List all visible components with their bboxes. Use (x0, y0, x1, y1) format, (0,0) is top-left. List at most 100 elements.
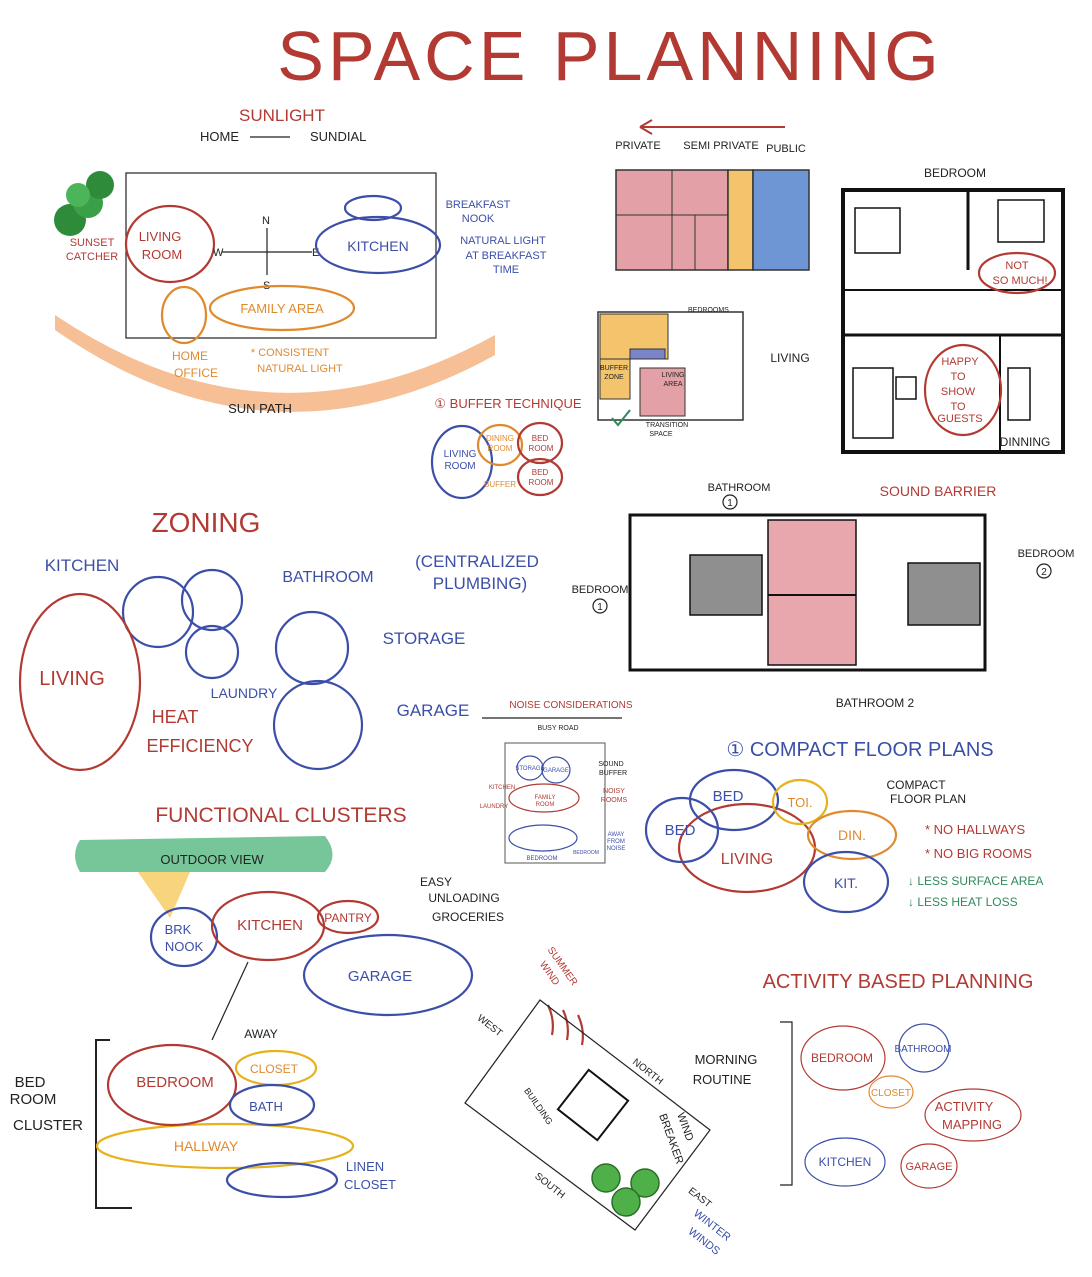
cluster-hallway-bubble (95, 1122, 355, 1170)
sound-barrier-plan: BATHROOM 1 SOUND BARRIER BEDROOM 1 BEDRO… (572, 482, 1075, 710)
activity-bathroom: BATHROOM (894, 1044, 951, 1055)
zoning-storage-bubble (274, 610, 350, 686)
buffer-living-l2: AREA (663, 381, 682, 388)
buffer-bed1-bubble (516, 421, 564, 465)
cluster-linen-l1: LINEN (346, 1159, 384, 1174)
noise-away-l1: AWAY (608, 832, 625, 838)
noise-section: NOISE CONSIDERATIONS BUSY ROAD STORAGE G… (480, 700, 633, 864)
noise-bedroom-small: BEDROOM (573, 850, 599, 856)
buffer-bed2-bubble (516, 457, 564, 497)
sofa-icon (852, 367, 894, 439)
sound-barrier-zone (767, 519, 857, 666)
zoning-laundry-bubble (184, 624, 240, 680)
home-office-l2: OFFICE (174, 366, 218, 380)
gradient-public: PUBLIC (766, 143, 806, 155)
compact-bed2: BED (665, 822, 696, 839)
noise-away-l2: FROM (607, 839, 625, 845)
buffer-technique: BEDROOMS BUFFER ZONE LIVING AREA TRANSIT… (430, 307, 744, 500)
cluster-hallway: HALLWAY (174, 1138, 239, 1154)
functional-kitchen: KITCHEN (237, 917, 303, 934)
sound-bedroom2-num-circle (1036, 563, 1052, 579)
heat-l2: EFFICIENCY (146, 736, 253, 756)
happy-l4: TO (950, 401, 966, 413)
cluster-linen-bubble (225, 1161, 339, 1199)
activity-heading: ACTIVITY BASED PLANNING (763, 971, 1034, 993)
compact-living: LIVING (721, 851, 773, 868)
noise-laundry: LAUNDRY (480, 804, 509, 810)
happy-l5: GUESTS (937, 413, 982, 425)
cluster-bedroom-bubble (106, 1043, 238, 1127)
kitchen-bubble (314, 215, 442, 275)
tree-cluster-icon (591, 1163, 660, 1217)
plan-public-zone (752, 169, 810, 271)
natural-light-l2: AT BREAKFAST (466, 250, 547, 262)
wind-diagram: SUMMER WIND WEST NORTH BUILDING WIND BRE… (464, 945, 733, 1258)
buffer-bed1-l1: BED (532, 434, 549, 443)
sound-bathroom1: BATHROOM (708, 482, 771, 494)
privacy-gradient: PRIVATE SEMI PRIVATE PUBLIC (615, 119, 810, 271)
brk-nook-l2: NOOK (165, 939, 204, 954)
functional-heading: FUNCTIONAL CLUSTERS (155, 804, 406, 827)
buffer-zone-l1: BUFFER (600, 365, 628, 372)
natural-light-l3: TIME (493, 264, 519, 276)
page-title: SPACE PLANNING (277, 17, 942, 95)
zoning-living: LIVING (39, 668, 105, 690)
zoning-garage-bubble (272, 679, 364, 771)
living-room-bubble (124, 204, 216, 284)
buffer-bedrooms-label: BEDROOMS (688, 307, 729, 314)
zoning-kitchen: KITCHEN (45, 556, 120, 575)
activity-mapping-bubble (924, 1088, 1022, 1142)
compact-less-surface: ↓ LESS SURFACE AREA (908, 874, 1043, 888)
compact-no-big-rooms: * NO BIG ROOMS (925, 846, 1032, 861)
consistent-light-l1: * CONSISTENT (251, 347, 330, 359)
cluster-l1: BED (15, 1074, 46, 1091)
activity-closet-bubble (868, 1075, 914, 1109)
compact-din: DIN. (838, 827, 866, 843)
sound-bedroom1: BEDROOM (572, 584, 629, 596)
sunlight-sundial: SUNDIAL (310, 129, 366, 144)
noise-storage-bubble (516, 755, 544, 781)
sound-barrier-label: SOUND BARRIER (880, 483, 997, 499)
noise-rooms-bubble (508, 783, 580, 813)
view-cone (138, 872, 190, 918)
floor-plan-large: BEDROOM NOT SO MUCH! LIVING HAPPY TO SHO… (770, 166, 1065, 454)
compact-bed1-bubble (688, 768, 780, 832)
compact-bed1: BED (713, 788, 744, 805)
bed-icon-2 (997, 199, 1045, 243)
living-room-l2: ROOM (142, 247, 182, 262)
noise-storage: STORAGE (515, 766, 544, 772)
noise-lot (504, 742, 606, 864)
buffer-plan-outline (597, 311, 744, 421)
plan-semi-zone (727, 169, 754, 271)
compact-less-heat: ↓ LESS HEAT LOSS (908, 895, 1018, 909)
noise-noisy-l2: ROOMS (601, 797, 628, 804)
noise-bedroom: BEDROOM (526, 856, 557, 862)
noise-family-l1: FAMILY (535, 795, 556, 801)
noise-bedrooms-bubble (508, 824, 578, 852)
compact-bed2-bubble (644, 796, 720, 864)
noise-garage-bubble (541, 756, 571, 784)
activity-bathroom-bubble (898, 1023, 950, 1073)
coffee-table-icon (895, 376, 917, 400)
compact-heading: ① COMPACT FLOOR PLANS (726, 739, 993, 761)
compact-toi: TOI. (787, 795, 812, 810)
cluster-l2: ROOM (10, 1091, 57, 1108)
outdoor-view-band (75, 836, 333, 872)
activity-garage-bubble (900, 1143, 958, 1189)
brk-nook-bubble (149, 906, 219, 968)
bush-icon (54, 171, 114, 236)
centralized-l2: PLUMBING) (433, 574, 527, 593)
functional-garage-bubble (302, 933, 474, 1017)
functional-section: FUNCTIONAL CLUSTERS OUTDOOR VIEW BRK NOO… (75, 804, 504, 1041)
sound-plan-outline (628, 513, 987, 672)
compass-icon: N S W E (213, 215, 319, 292)
happy-bubble (923, 343, 1003, 437)
compass-n: N (262, 215, 270, 227)
sound-bathroom1-num-circle (722, 494, 738, 510)
buffer-heading: ① BUFFER TECHNIQUE (434, 396, 582, 411)
compact-note-l2: FLOOR PLAN (890, 792, 966, 806)
sunlight-section: SUNLIGHT HOME SUNDIAL SUN PATH SUNSET CA… (54, 106, 547, 416)
sound-bedroom2: BEDROOM (1018, 548, 1075, 560)
buffer-zone-l2: ZONE (604, 374, 624, 381)
